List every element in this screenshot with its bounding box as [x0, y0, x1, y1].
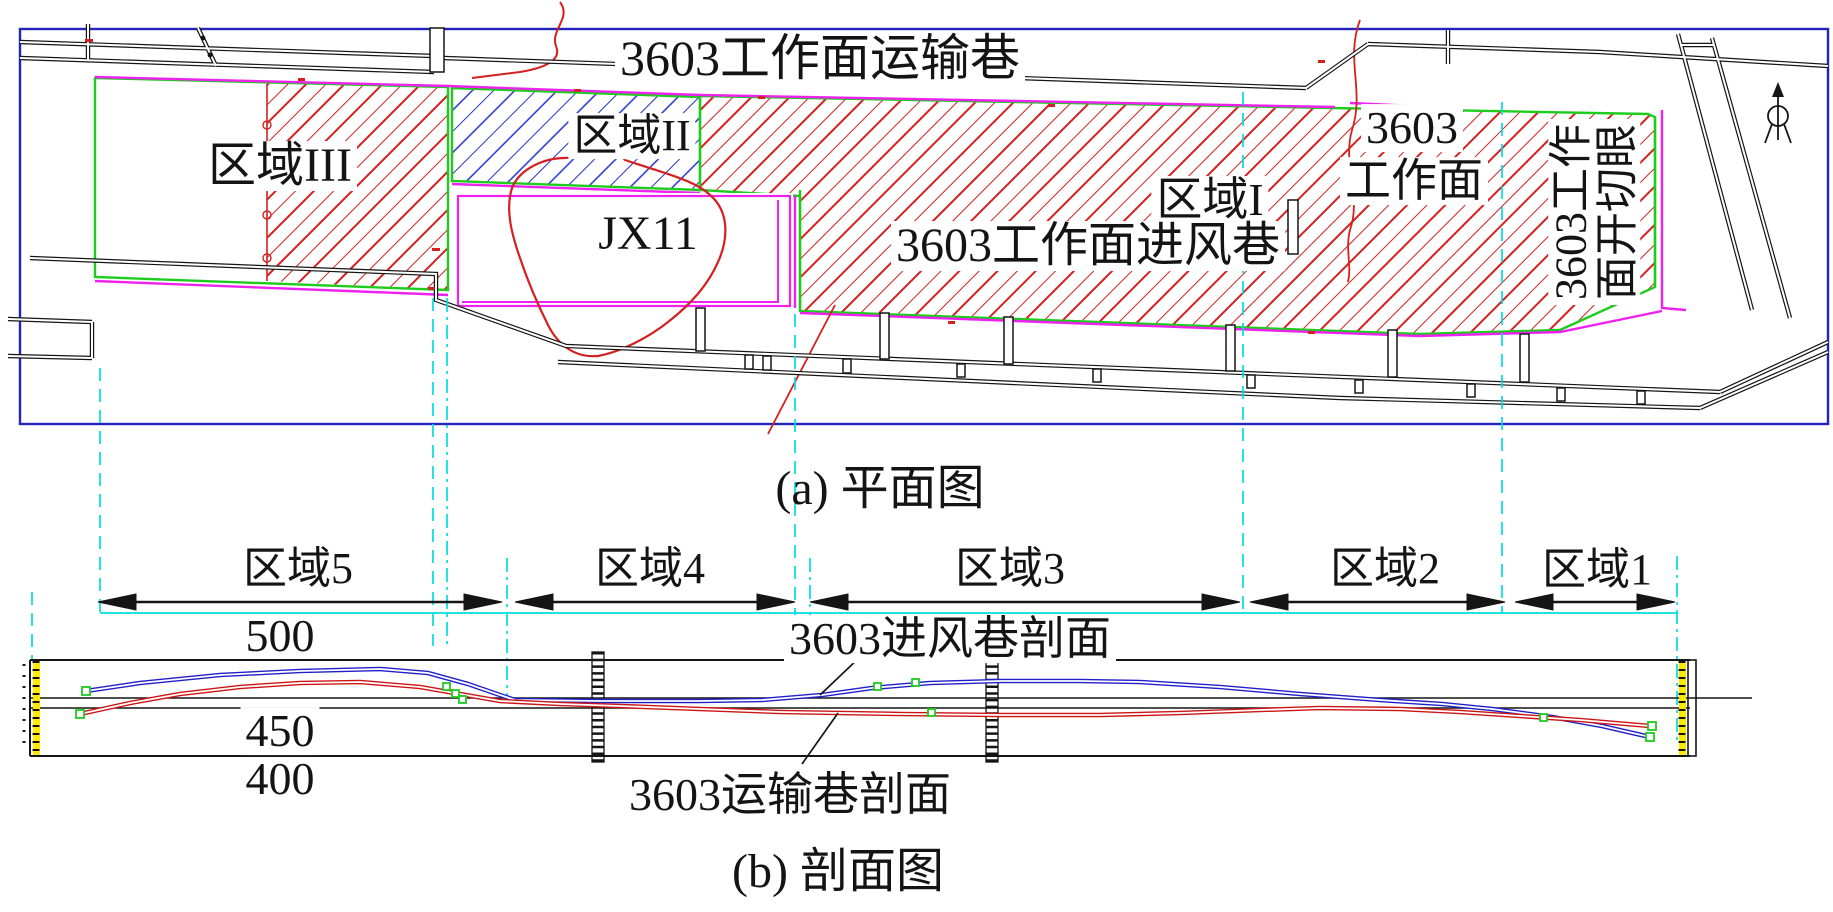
zone-label-3: 区域3 — [955, 544, 1065, 594]
right-scale-strip — [1679, 661, 1686, 755]
zone-arrow-5 — [97, 593, 503, 611]
jx11-label: JX11 — [598, 207, 698, 261]
elevation-label-450: 450 — [240, 707, 320, 755]
cut-hole-label-line2: 面开切眼 — [1592, 124, 1641, 300]
haulage-roadway-label: 3603工作面运输巷 — [615, 32, 1025, 84]
zone-arrow-3 — [809, 593, 1241, 611]
elevation-label-400: 400 — [245, 753, 315, 805]
profile-curves — [77, 666, 1653, 740]
zone-arrow-2 — [1249, 593, 1506, 611]
section-caption: (b) 剖面图 — [732, 845, 944, 899]
plan-border — [18, 27, 1830, 426]
zone-label-5: 区域5 — [243, 544, 353, 594]
curve-node-markers — [75, 678, 1657, 742]
zone-arrow-4 — [514, 593, 796, 611]
zone-arrows — [97, 593, 1676, 611]
jx11-boundary — [455, 1, 793, 358]
bottom-roadways — [7, 255, 1829, 411]
zone-label-4: 区域4 — [595, 544, 705, 594]
jx11-outline — [508, 145, 727, 358]
zone-label-2: 区域2 — [1330, 544, 1440, 594]
leader-lines — [801, 656, 861, 765]
cut-hole-label: 3603工作 面开切眼 — [1546, 119, 1641, 305]
region-ii-label: 区域II — [568, 113, 696, 159]
plan-caption: (a) 平面图 — [775, 462, 985, 516]
cut-hole-green-line — [798, 117, 1657, 311]
face-label-line1: 3603 — [1361, 104, 1463, 152]
zone-label-1: 区域1 — [1542, 545, 1652, 595]
cut-hole-label-line1: 3603工作 — [1546, 124, 1596, 300]
intake-roadway-label: 3603工作面进风巷 — [890, 221, 1286, 271]
region-i-label: 区域I — [1151, 176, 1269, 224]
region-iii-label: 区域III — [203, 141, 357, 191]
crosscut-stubs — [695, 199, 1646, 405]
left-scale-strip — [33, 661, 40, 755]
north-arrow-icon — [1764, 82, 1792, 144]
haulage-profile-label: 3603运输巷剖面 — [629, 769, 951, 821]
zone-arrow-1 — [1514, 593, 1676, 611]
intake-profile-label: 3603进风巷剖面 — [784, 615, 1116, 663]
elevation-label-500: 500 — [245, 610, 315, 662]
face-label-line2: 工作面 — [1340, 157, 1488, 205]
section-drawing — [22, 92, 1752, 765]
survey-ticks — [85, 39, 1325, 334]
